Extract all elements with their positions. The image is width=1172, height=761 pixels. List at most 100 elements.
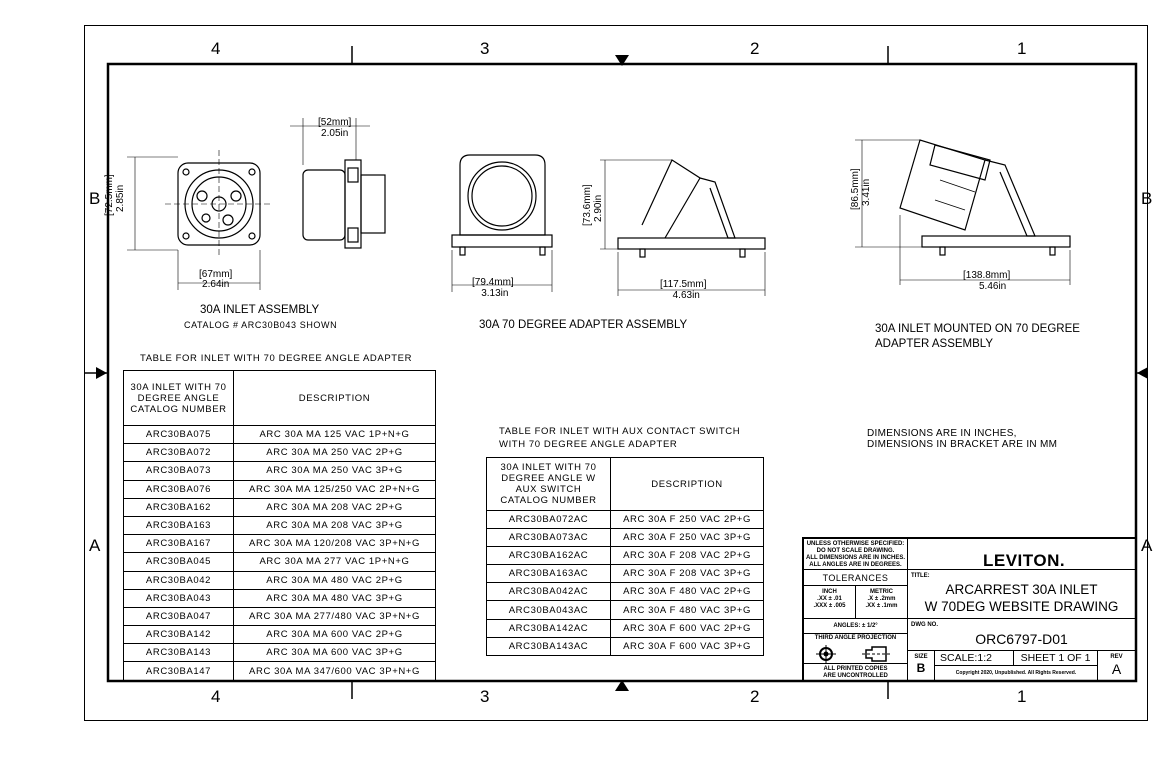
table1-header-catalog: 30A INLET WITH 70 DEGREE ANGLE CATALOG N… <box>123 370 234 426</box>
catalog-number-cell: ARC30BA167 <box>123 534 234 554</box>
description-cell: ARC 30A MA 347/600 VAC 3P+N+G <box>233 661 436 681</box>
catalog-number-cell: ARC30BA045 <box>123 552 234 572</box>
catalog-number-cell: ARC30BA042 <box>123 570 234 590</box>
catalog-number-cell: ARC30BA047 <box>123 606 234 627</box>
center-arrows <box>96 55 1148 691</box>
zone-col-4-top: 4 <box>211 39 221 58</box>
description-cell: ARC 30A MA 125 VAC 1P+N+G <box>233 424 436 445</box>
catalog-number-cell: ARC30BA073AC <box>486 528 611 548</box>
inlet-height-dimension: [72.5mm]2.85in <box>104 174 126 216</box>
catalog-number-cell: ARC30BA142 <box>123 625 234 645</box>
catalog-number-cell: ARC30BA073 <box>123 461 234 481</box>
catalog-number-cell: ARC30BA075 <box>123 424 234 445</box>
drawing-number-cell: DWG NO. ORC6797-D01 <box>907 618 1136 651</box>
description-cell: ARC 30A MA 600 VAC 3P+G <box>233 643 436 663</box>
zone-col-2-top: 2 <box>750 39 760 58</box>
description-cell: ARC 30A MA 208 VAC 2P+G <box>233 497 436 517</box>
zone-col-1-top: 1 <box>1017 39 1027 58</box>
description-cell: ARC 30A F 600 VAC 2P+G <box>610 618 764 638</box>
catalog-number-cell: ARC30BA163 <box>123 515 234 536</box>
catalog-number-cell: ARC30BA042AC <box>486 582 611 602</box>
description-cell: ARC 30A MA 208 VAC 3P+G <box>233 515 436 536</box>
description-cell: ARC 30A F 208 VAC 2P+G <box>610 546 764 566</box>
zone-col-4-bottom: 4 <box>211 687 221 706</box>
description-cell: ARC 30A MA 277/480 VAC 3P+N+G <box>233 606 436 627</box>
revision: A <box>1111 661 1122 677</box>
mounted-height-dimension: [86.5mm]3.41in <box>850 168 872 210</box>
catalog-number-cell: ARC30BA072AC <box>486 509 611 530</box>
description-cell: ARC 30A F 250 VAC 2P+G <box>610 509 764 530</box>
angles-tolerance: ANGLES: ± 1/2° <box>803 618 908 634</box>
sheet-number: SHEET 1 OF 1 <box>1013 650 1098 666</box>
catalog-number-cell: ARC30BA142AC <box>486 618 611 638</box>
metric-tolerances: METRIC.X ± .2mm.XX ± .1mm <box>855 585 908 619</box>
zone-row-a-left: A <box>89 536 101 555</box>
table2-header-description: DESCRIPTION <box>610 457 764 511</box>
general-notes: UNLESS OTHERWISE SPECIFIED:DO NOT SCALE … <box>803 538 908 570</box>
projection-label: THIRD ANGLE PROJECTION <box>814 635 897 641</box>
zone-row-a-right: A <box>1141 536 1153 555</box>
third-angle-projection-icon <box>816 645 890 663</box>
description-cell: ARC 30A MA 120/208 VAC 3P+N+G <box>233 534 436 554</box>
table2-header-catalog: 30A INLET WITH 70 DEGREE ANGLE W AUX SWI… <box>486 457 611 511</box>
aux-switch-table: 30A INLET WITH 70 DEGREE ANGLE W AUX SWI… <box>486 457 764 656</box>
size-cell: SIZE B <box>907 650 935 681</box>
zone-row-b-right: B <box>1141 189 1153 208</box>
adapter-view-title: 30A 70 DEGREE ADAPTER ASSEMBLY <box>479 319 688 331</box>
description-cell: ARC 30A F 250 VAC 3P+G <box>610 528 764 548</box>
sheet-size: B <box>916 661 926 675</box>
description-cell: ARC 30A F 208 VAC 3P+G <box>610 564 764 584</box>
adapter-front-view <box>451 154 553 292</box>
zone-col-2-bottom: 2 <box>750 687 760 706</box>
tolerances-label: TOLERANCES <box>803 569 908 586</box>
zone-col-3-top: 3 <box>480 39 490 58</box>
catalog-number-cell: ARC30BA072 <box>123 443 234 463</box>
catalog-number-cell: ARC30BA143AC <box>486 636 611 656</box>
dimension-notes: DIMENSIONS ARE IN INCHES,DIMENSIONS IN B… <box>867 428 1058 450</box>
description-cell: ARC 30A MA 480 VAC 3P+G <box>233 588 436 608</box>
projection-cell: THIRD ANGLE PROJECTION <box>803 633 908 664</box>
description-cell: ARC 30A MA 277 VAC 1P+N+G <box>233 552 436 572</box>
revision-cell: REV A <box>1097 650 1136 681</box>
description-cell: ARC 30A MA 480 VAC 2P+G <box>233 570 436 590</box>
description-cell: ARC 30A F 600 VAC 3P+G <box>610 636 764 656</box>
inlet-front-view <box>127 150 272 290</box>
catalog-number-cell: ARC30BA147 <box>123 661 234 681</box>
copyright: Copyright 2020, Unpublished. All Rights … <box>934 665 1098 681</box>
title-label: TITLE: <box>911 573 930 579</box>
catalog-number-cell: ARC30BA143 <box>123 643 234 663</box>
table1-header-description: DESCRIPTION <box>233 370 436 426</box>
adapter-length-dimension: [117.5mm]4.63in <box>660 279 707 301</box>
inlet-view-title: 30A INLET ASSEMBLY <box>200 304 320 316</box>
inlet-side-view <box>290 118 386 249</box>
table1-title: TABLE FOR INLET WITH 70 DEGREE ANGLE ADA… <box>140 353 413 364</box>
catalog-number-cell: ARC30BA043AC <box>486 600 611 620</box>
adapter-height-dimension: [73.6mm]2.90in <box>582 184 604 226</box>
description-cell: ARC 30A MA 250 VAC 3P+G <box>233 461 436 481</box>
catalog-number-cell: ARC30BA163AC <box>486 564 611 584</box>
inlet-adapter-table: 30A INLET WITH 70 DEGREE ANGLE CATALOG N… <box>123 370 436 681</box>
description-cell: ARC 30A F 480 VAC 3P+G <box>610 600 764 620</box>
catalog-number-cell: ARC30BA162 <box>123 497 234 517</box>
catalog-number-cell: ARC30BA162AC <box>486 546 611 566</box>
